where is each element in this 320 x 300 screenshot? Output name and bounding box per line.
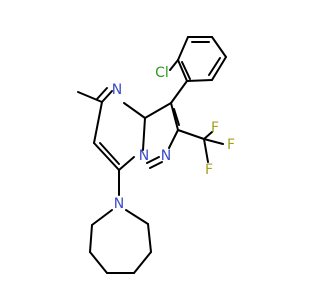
bond [177, 129, 205, 140]
bond [181, 61, 191, 80]
bond [142, 117, 146, 151]
bond [177, 36, 189, 61]
bond [170, 102, 179, 131]
bond [208, 57, 221, 76]
bond [96, 87, 108, 100]
bond [146, 156, 160, 164]
bond [89, 251, 108, 274]
bond [211, 36, 227, 58]
bond [147, 223, 152, 253]
structure-canvas: Cl N N N N F F F [77, 36, 236, 274]
bond [123, 102, 146, 119]
bond [125, 209, 149, 225]
bond [169, 59, 179, 71]
bond [118, 156, 135, 171]
bond [133, 251, 152, 274]
molecule-drawing: Cl N N N N F F F [77, 36, 235, 274]
atom-label-cl: Cl [155, 65, 169, 81]
bond [91, 209, 113, 226]
bond [203, 131, 213, 140]
atom-label-n-pyrazole: N [161, 148, 171, 164]
bond [89, 224, 93, 253]
atom-label-n-azepane: N [114, 196, 124, 212]
bond [173, 108, 180, 126]
bond [211, 56, 227, 81]
bond [203, 138, 209, 163]
bond [170, 80, 188, 104]
atom-label-f2: F [227, 137, 235, 153]
atom-label-n-top: N [112, 82, 122, 98]
bond [93, 101, 103, 144]
atom-label-f3: F [205, 162, 213, 178]
atom-label-layer: Cl N N N N F F F [112, 65, 235, 212]
bond [177, 59, 188, 82]
atom-label-f1: F [211, 120, 219, 136]
bond [99, 142, 120, 165]
bond [149, 161, 163, 169]
bond-layer [77, 36, 227, 274]
bond [77, 91, 103, 103]
bond [101, 90, 113, 103]
atom-label-n-bridge: N [139, 148, 149, 164]
bond [203, 138, 224, 145]
bond [93, 142, 120, 171]
bond [186, 79, 213, 82]
bond [168, 129, 179, 149]
bond [144, 102, 172, 119]
